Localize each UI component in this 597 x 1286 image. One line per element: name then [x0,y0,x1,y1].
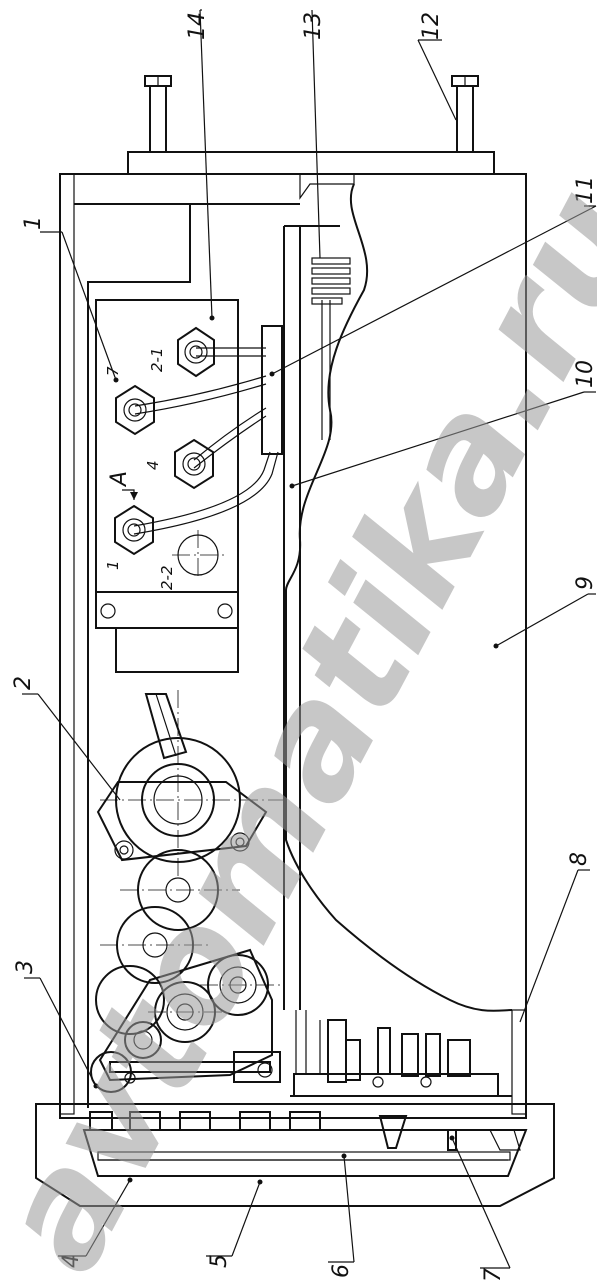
callout-11: 11 [573,176,597,204]
callout-7: 7 [481,1268,506,1282]
callout-9: 9 [573,576,597,590]
base [35,1103,555,1207]
manifold [261,225,340,1010]
callout-14: 14 [185,12,210,40]
callout-5: 5 [207,1254,232,1268]
port-label-1: 1 [104,560,122,570]
callout-1: 1 [21,216,46,230]
port-label-7: 7 [104,366,122,376]
callout-labels: 1 2 3 4 5 6 7 8 9 10 11 12 13 14 [11,12,597,1282]
section-mark-a: A [107,471,132,488]
screw-right [451,75,479,153]
port-4 [174,438,214,490]
gear-train [90,690,286,1093]
contact-assembly [290,1010,512,1097]
port-labels: A 2-1 7 4 1 2-2 [104,348,176,591]
valve-block [95,299,279,673]
callout-4: 4 [59,1254,84,1268]
callout-3: 3 [13,960,38,974]
port-label-4: 4 [144,460,162,470]
port-label-2-2: 2-2 [158,566,176,591]
pipes [133,347,279,535]
callout-12: 12 [419,12,444,40]
cover-cutaway [285,183,513,1012]
port-label-2-1: 2-1 [148,348,166,373]
motor-gear [96,690,286,880]
callout-8: 8 [567,852,592,866]
lever-plate [90,948,281,1093]
housing [59,173,527,1119]
port-7 [115,384,155,436]
callout-10: 10 [573,360,597,388]
port-2-1 [177,326,215,378]
screw-left [144,75,172,153]
leader-lines [22,9,597,1269]
callout-2: 2 [11,676,36,690]
port-1 [114,504,154,556]
top-cover [127,75,495,175]
callout-13: 13 [301,12,326,40]
callout-6: 6 [329,1264,354,1278]
